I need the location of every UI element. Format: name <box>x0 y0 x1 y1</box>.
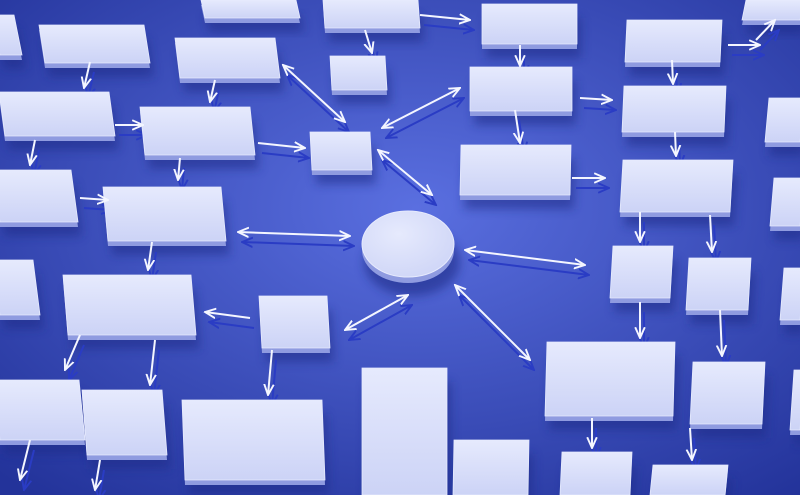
flowchart-block <box>181 399 326 481</box>
flowchart-block <box>559 451 633 495</box>
flowchart-block <box>469 66 573 112</box>
flowchart-block <box>62 274 197 336</box>
arrow-shadow <box>272 359 276 405</box>
flowchart-block <box>685 257 752 311</box>
flowchart-block <box>544 341 676 417</box>
flowchart-block <box>741 0 800 21</box>
flowchart-block <box>789 369 800 431</box>
flowchart-block <box>459 144 572 196</box>
arrow <box>84 61 90 88</box>
arrow <box>210 79 215 102</box>
double-arrow <box>455 285 530 360</box>
arrow <box>690 427 692 460</box>
flowchart-block <box>689 361 766 425</box>
arrow-shadow <box>24 449 35 490</box>
arrow-shadow <box>242 242 354 246</box>
double-arrow <box>378 150 432 195</box>
arrow <box>579 98 612 100</box>
flowchart-block <box>0 169 79 223</box>
arrow <box>419 15 470 20</box>
arrow <box>672 59 673 84</box>
flowchart-block <box>624 19 723 63</box>
double-arrow <box>238 232 350 236</box>
double-arrow <box>382 88 460 128</box>
arrow <box>95 459 100 490</box>
arrow <box>515 109 520 143</box>
flowchart-block <box>102 186 227 242</box>
flowchart-block <box>258 295 331 349</box>
arrow-shadow <box>69 344 85 380</box>
arrow-shadow <box>759 30 779 51</box>
arrow <box>257 143 305 148</box>
flowchart-block <box>0 14 23 56</box>
flowchart-block <box>779 267 800 321</box>
arrow <box>20 439 31 480</box>
double-arrow <box>345 295 408 330</box>
flowchart-block <box>38 24 151 64</box>
arrow <box>30 139 35 165</box>
arrow-shadow <box>583 108 616 110</box>
arrow <box>150 339 155 385</box>
flowchart-block <box>200 0 301 19</box>
flowchart-block <box>0 91 116 137</box>
arrow <box>755 20 775 41</box>
flowchart-block <box>0 379 86 441</box>
arrow-shadow <box>209 322 255 328</box>
arrow-shadow <box>261 153 309 158</box>
flowchart-block <box>329 55 388 91</box>
flowchart-block <box>81 389 168 456</box>
arrow-shadow <box>423 25 474 30</box>
arrow <box>365 29 372 53</box>
arrow <box>268 349 272 395</box>
flowchart-block <box>361 367 448 495</box>
arrow <box>178 157 180 180</box>
arrow-shadow <box>154 349 159 395</box>
double-arrow <box>465 250 585 265</box>
flowchart-block <box>609 245 674 299</box>
arrow-shadow <box>724 319 726 366</box>
arrow <box>720 309 722 356</box>
flowchart-block <box>139 106 256 156</box>
arrow <box>675 131 676 156</box>
arrow <box>205 312 251 318</box>
flowchart-block <box>174 37 281 79</box>
flowchart-block <box>452 439 530 495</box>
arrow <box>79 198 108 200</box>
arrow <box>65 334 81 370</box>
flowchart-block <box>322 0 421 29</box>
flowchart-block <box>649 464 729 495</box>
arrow <box>148 241 152 270</box>
flowchart-block <box>769 177 800 227</box>
flowchart-block <box>0 259 41 316</box>
flowchart-block <box>621 85 727 133</box>
flowchart-arrows <box>20 15 775 490</box>
double-arrow <box>283 65 345 122</box>
flowchart-block <box>619 159 734 213</box>
central-circle <box>361 210 455 278</box>
flowchart-block <box>481 3 578 45</box>
arrow <box>710 214 712 252</box>
flowchart-block <box>309 131 373 171</box>
flowchart-block <box>764 97 800 143</box>
